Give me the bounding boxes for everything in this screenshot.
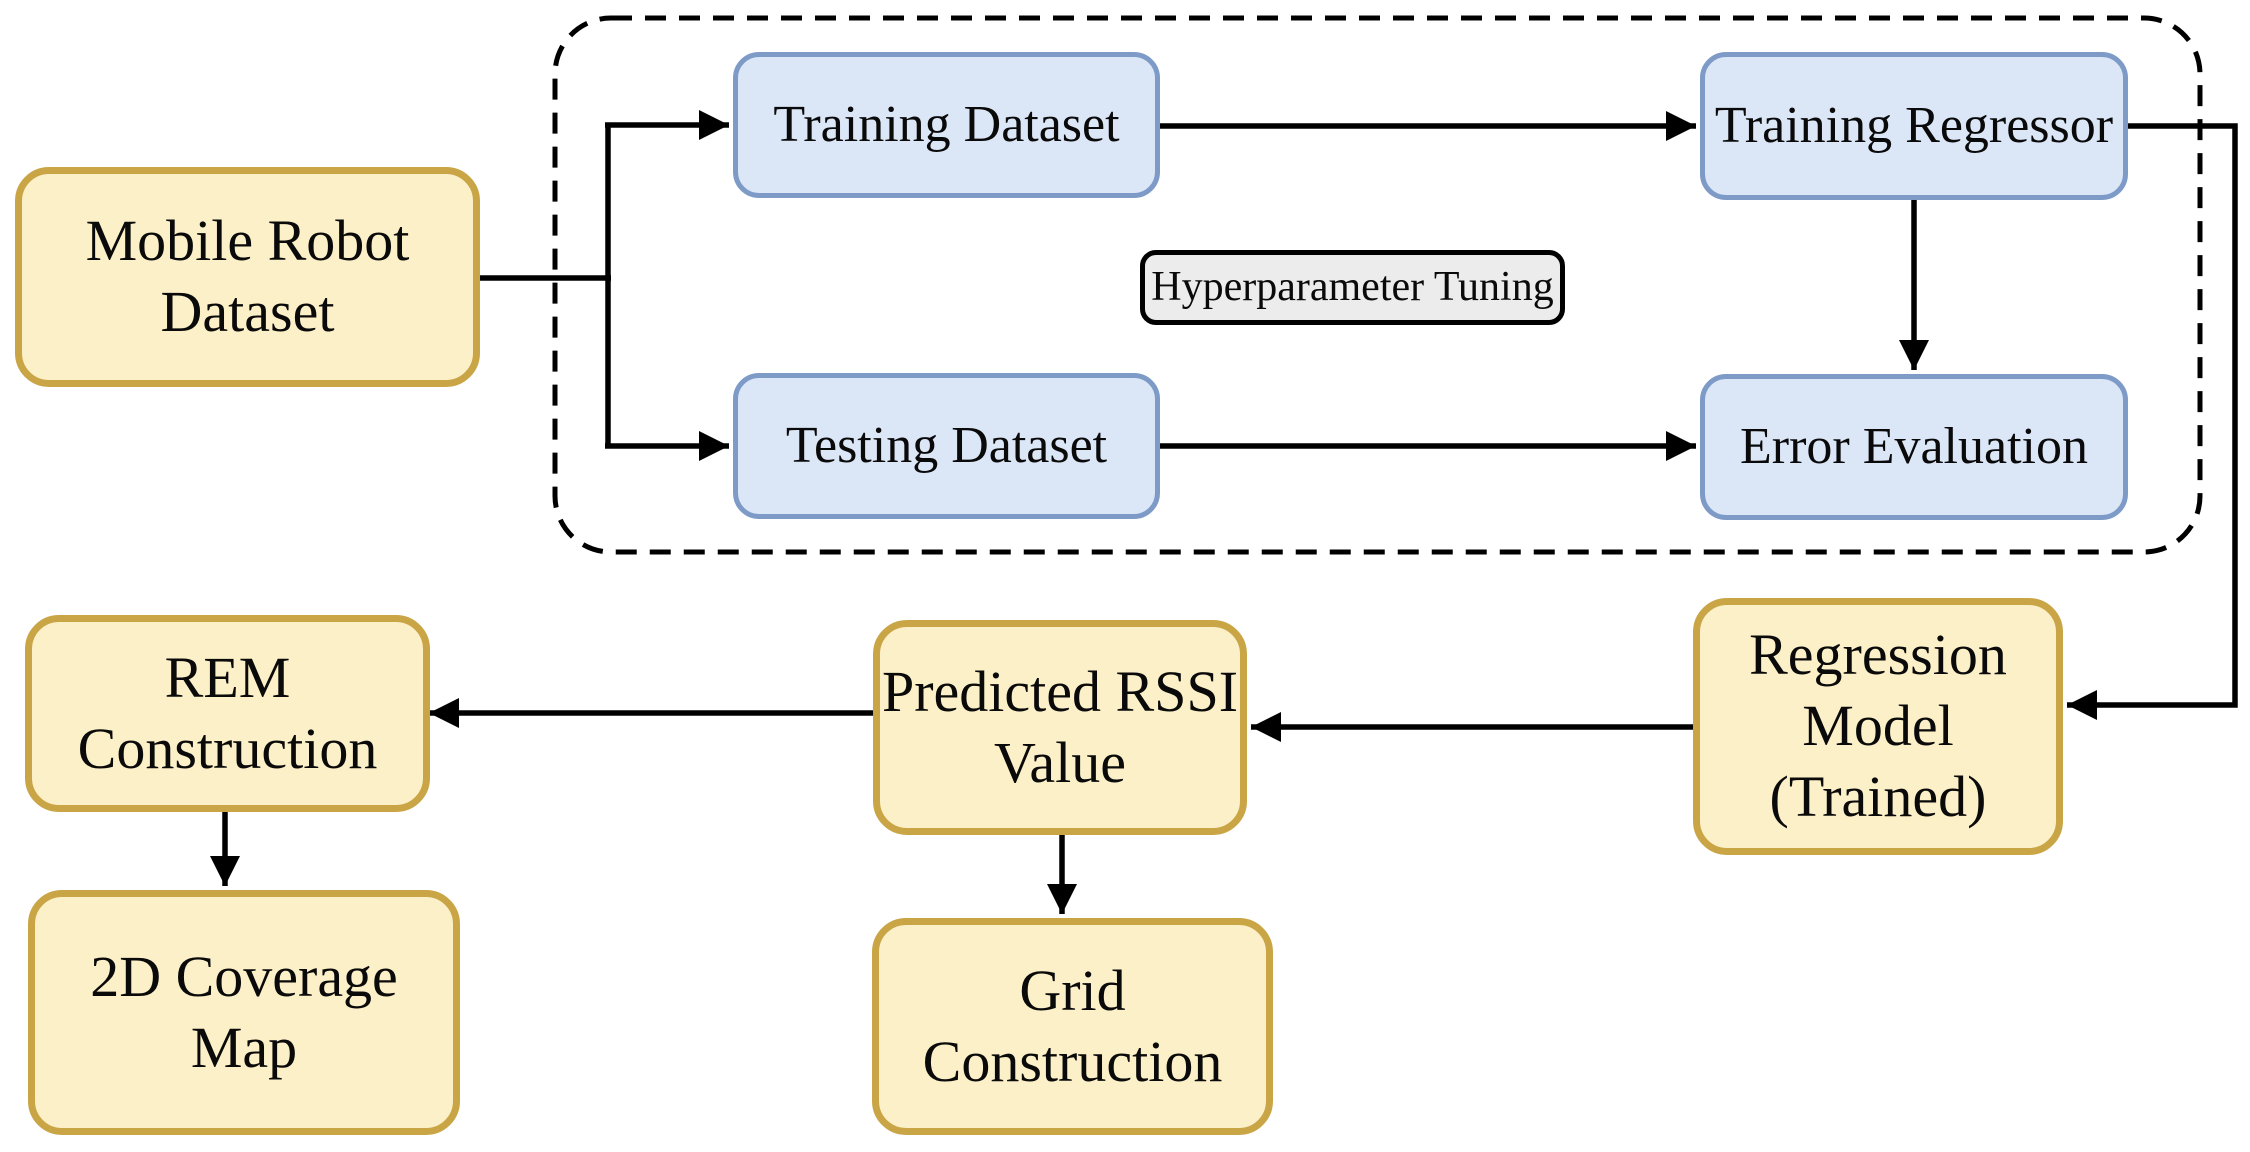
node-training-regressor: Training Regressor: [1700, 52, 2128, 200]
node-predicted-rssi-value: Predicted RSSI Value: [873, 620, 1247, 835]
node-label: Hyperparameter Tuning: [1151, 263, 1554, 310]
dashed-pipeline-frame: [552, 15, 2203, 555]
edge-regressor-to-regression-model: [2067, 123, 2238, 720]
node-label: REM Construction: [77, 644, 378, 781]
node-regression-model: Regression Model (Trained): [1693, 598, 2063, 855]
node-2d-coverage-map: 2D Coverage Map: [28, 890, 460, 1135]
node-label: Training Dataset: [773, 96, 1120, 154]
node-label: Predicted RSSI Value: [881, 658, 1239, 795]
node-label: Training Regressor: [1714, 97, 2114, 155]
node-hyperparameter-tuning: Hyperparameter Tuning: [1140, 250, 1565, 325]
node-label: 2D Coverage Map: [90, 943, 398, 1080]
node-mobile-robot-dataset: Mobile Robot Dataset: [15, 167, 480, 387]
node-label: Grid Construction: [922, 957, 1223, 1094]
node-training-dataset: Training Dataset: [733, 52, 1160, 198]
node-error-evaluation: Error Evaluation: [1700, 374, 2128, 520]
node-label: Regression Model (Trained): [1749, 622, 2007, 829]
node-label: Mobile Robot Dataset: [85, 208, 410, 344]
node-testing-dataset: Testing Dataset: [733, 373, 1160, 519]
node-label: Error Evaluation: [1740, 418, 2088, 476]
node-grid-construction: Grid Construction: [872, 918, 1273, 1135]
node-rem-construction: REM Construction: [25, 615, 430, 812]
node-label: Testing Dataset: [785, 417, 1108, 475]
